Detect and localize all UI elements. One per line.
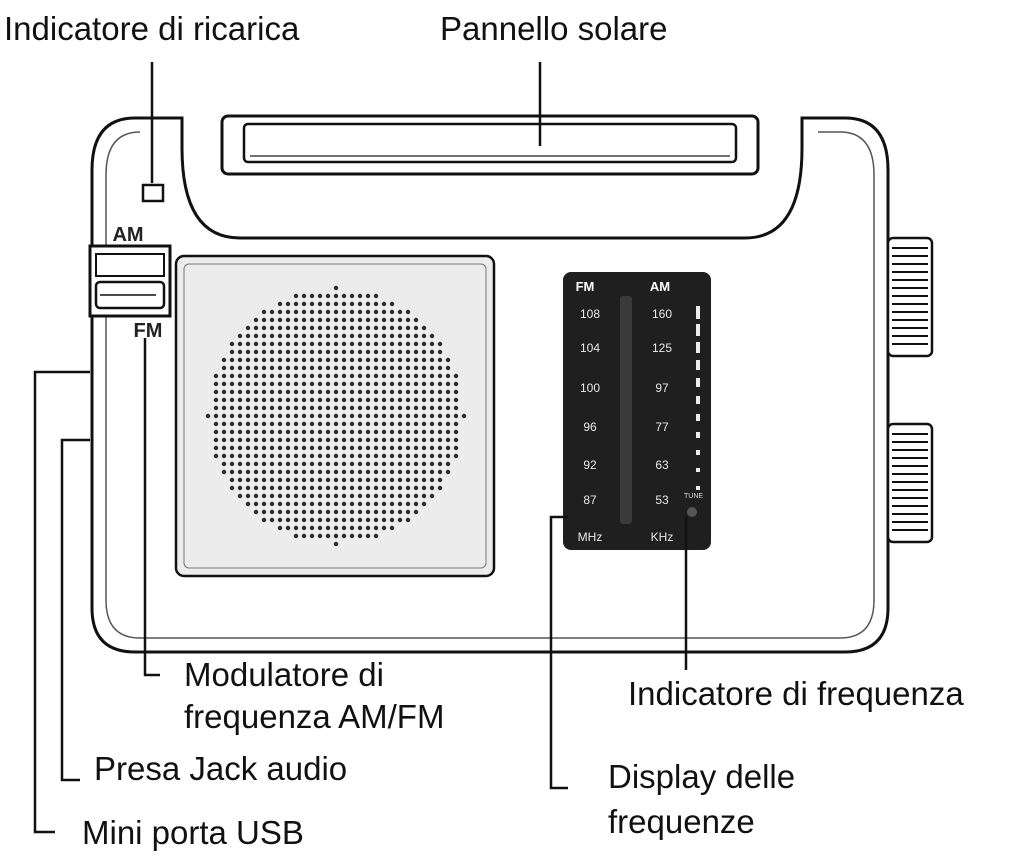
label-mini-usb: Mini porta USB <box>82 814 304 851</box>
dial-am-unit: KHz <box>651 530 674 544</box>
dial-fm-value: 96 <box>583 420 597 434</box>
dial-fm-value: 87 <box>583 493 597 507</box>
dial-signal-ticks <box>696 306 700 490</box>
dial-fm-value: 104 <box>580 341 600 355</box>
dial-am-value: 53 <box>655 493 669 507</box>
label-freq-indicator: Indicatore di frequenza <box>628 675 964 712</box>
dial-fm-value: 100 <box>580 381 600 395</box>
dial-am-value: 63 <box>655 458 669 472</box>
leader-modulator <box>143 338 160 677</box>
leader-audio-jack <box>60 438 90 782</box>
radio-body <box>90 116 890 654</box>
frequency-indicator-led <box>687 507 697 517</box>
speaker-grille <box>174 254 496 578</box>
label-modulator-line1: Modulatore di <box>184 656 384 693</box>
dial-tune-label: TUNE <box>684 493 703 500</box>
leader-usb <box>33 370 90 834</box>
leader-display <box>549 515 568 790</box>
radio-body-inner-edge <box>105 131 875 639</box>
dial-am-value: 77 <box>655 420 669 434</box>
dial-fm-value: 92 <box>583 458 597 472</box>
am-fm-switch[interactable] <box>88 244 172 318</box>
dial-fm-value: 108 <box>580 307 600 321</box>
charge-indicator-led <box>141 183 165 203</box>
label-display-line2: frequenze <box>608 803 755 840</box>
dial-am-value: 160 <box>652 307 672 321</box>
switch-label-fm: FM <box>134 320 163 342</box>
label-display-line1: Display delle <box>608 758 795 795</box>
speaker-dot-pattern <box>205 285 467 547</box>
leader-lines <box>33 62 688 834</box>
label-audio-jack: Presa Jack audio <box>94 750 347 787</box>
tuning-knob[interactable] <box>886 422 934 544</box>
label-solar-panel: Pannello solare <box>440 10 668 47</box>
switch-label-am: AM <box>112 224 143 246</box>
dial-am-value: 97 <box>655 381 669 395</box>
solar-panel <box>220 114 760 176</box>
dial-fm-unit: MHz <box>578 530 603 544</box>
label-charge-indicator: Indicatore di ricarica <box>4 10 300 47</box>
label-modulator-line2: frequenza AM/FM <box>184 698 444 735</box>
dial-am-value: 125 <box>652 341 672 355</box>
dial-fm-header: FM <box>576 279 595 294</box>
dial-am-header: AM <box>650 279 670 294</box>
volume-knob[interactable] <box>886 236 934 358</box>
frequency-display: FM AM 108 104 100 96 92 87 160 125 97 77… <box>563 272 711 550</box>
